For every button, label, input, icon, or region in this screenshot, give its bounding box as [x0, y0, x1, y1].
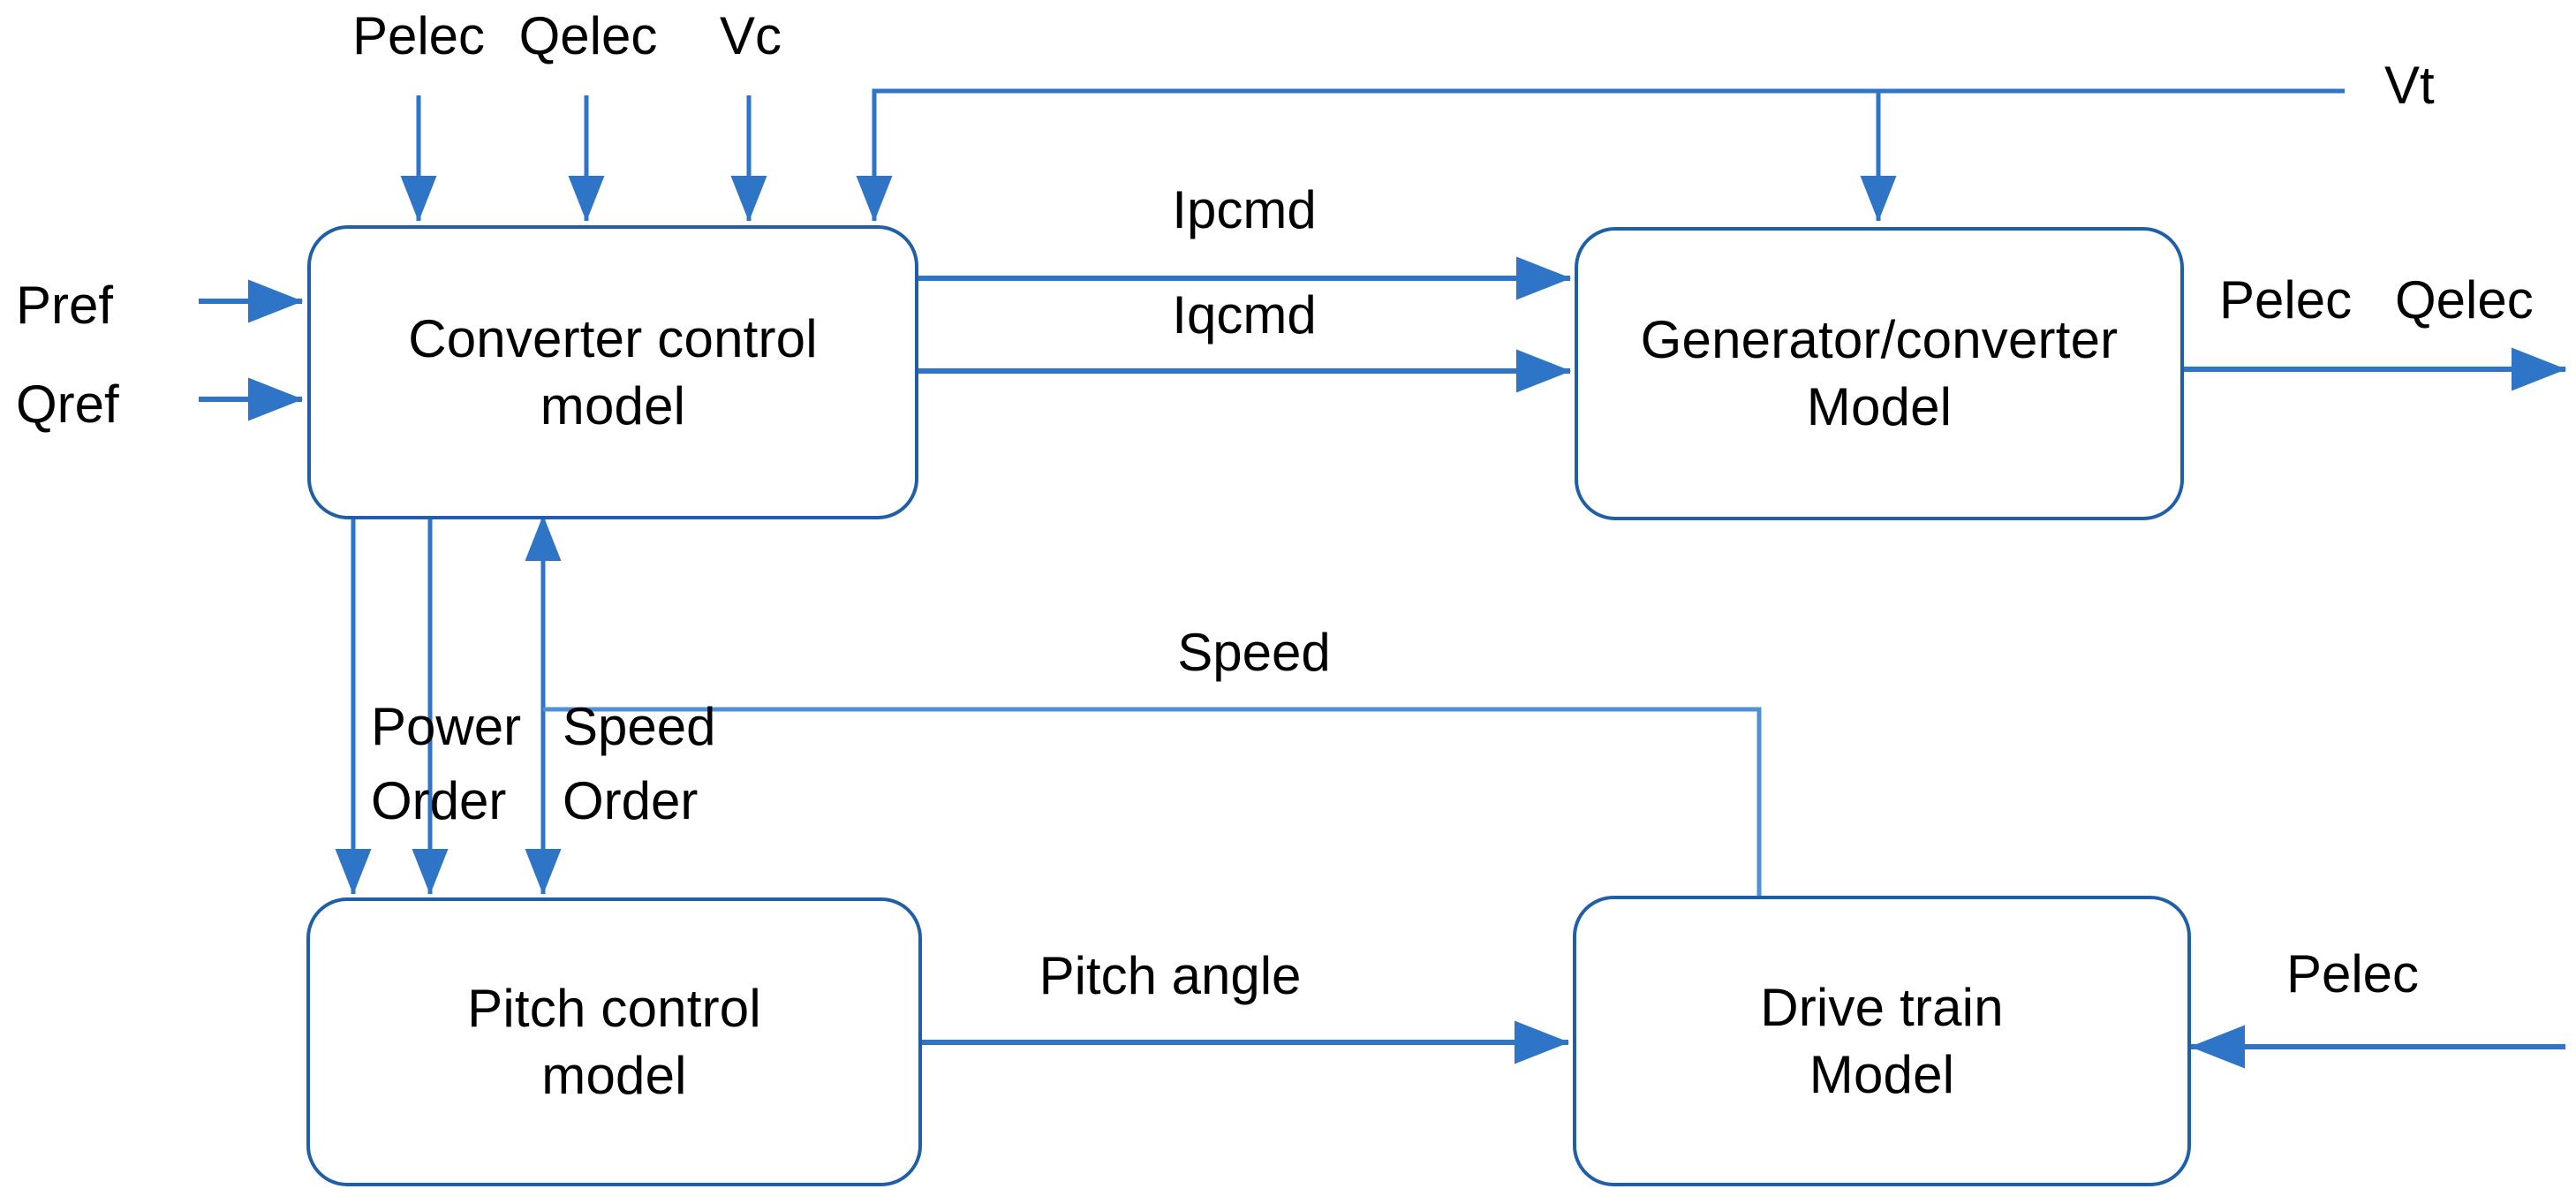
- label-pref: Pref: [16, 276, 114, 335]
- converter-to-generator-wires: [918, 256, 1572, 393]
- label-output-pelec: Pelec: [2219, 270, 2353, 329]
- block-converter-control[interactable]: Converter control model: [307, 225, 918, 519]
- block-generator-converter[interactable]: Generator/converter Model: [1575, 227, 2184, 520]
- label-qref: Qref: [16, 375, 119, 434]
- label-top-qelec: Qelec: [518, 6, 658, 65]
- speed-feedback-wire: [543, 707, 1762, 896]
- vt-feedback-wire: [856, 88, 2345, 223]
- block-converter-control-line2: model: [540, 375, 686, 435]
- label-power-order-line2: Order: [371, 771, 507, 830]
- label-iqcmd: Iqcmd: [1172, 285, 1317, 345]
- label-speed-order-line1: Speed: [563, 697, 716, 756]
- top-input-arrows: [400, 95, 767, 223]
- label-top-pelec: Pelec: [351, 6, 486, 65]
- block-pitch-control-line1: Pitch control: [467, 978, 761, 1038]
- label-speed-order-line2: Order: [563, 771, 699, 830]
- label-drivetrain-pelec: Pelec: [2285, 944, 2420, 1003]
- block-pitch-control-line2: model: [541, 1045, 687, 1105]
- block-generator-converter-line2: Model: [1806, 377, 1953, 436]
- label-power-order-line1: Power: [371, 697, 522, 756]
- block-drive-train-line2: Model: [1809, 1044, 1955, 1104]
- label-output-qelec: Qelec: [2395, 270, 2534, 329]
- block-converter-control-line1: Converter control: [408, 308, 818, 368]
- reference-input-wires: [199, 279, 304, 421]
- label-ipcmd: Ipcmd: [1172, 180, 1317, 239]
- block-drive-train-line1: Drive train: [1760, 977, 2004, 1037]
- converter-to-pitch-wires: [335, 514, 562, 896]
- label-pitch-angle: Pitch angle: [1039, 946, 1302, 1005]
- block-generator-converter-line1: Generator/converter: [1640, 310, 2119, 370]
- label-speed: Speed: [1177, 623, 1331, 682]
- block-drive-train[interactable]: Drive train Model: [1573, 896, 2191, 1186]
- label-vt: Vt: [2384, 56, 2435, 115]
- block-pitch-control[interactable]: Pitch control model: [306, 897, 922, 1186]
- label-top-vc: Vc: [719, 6, 782, 65]
